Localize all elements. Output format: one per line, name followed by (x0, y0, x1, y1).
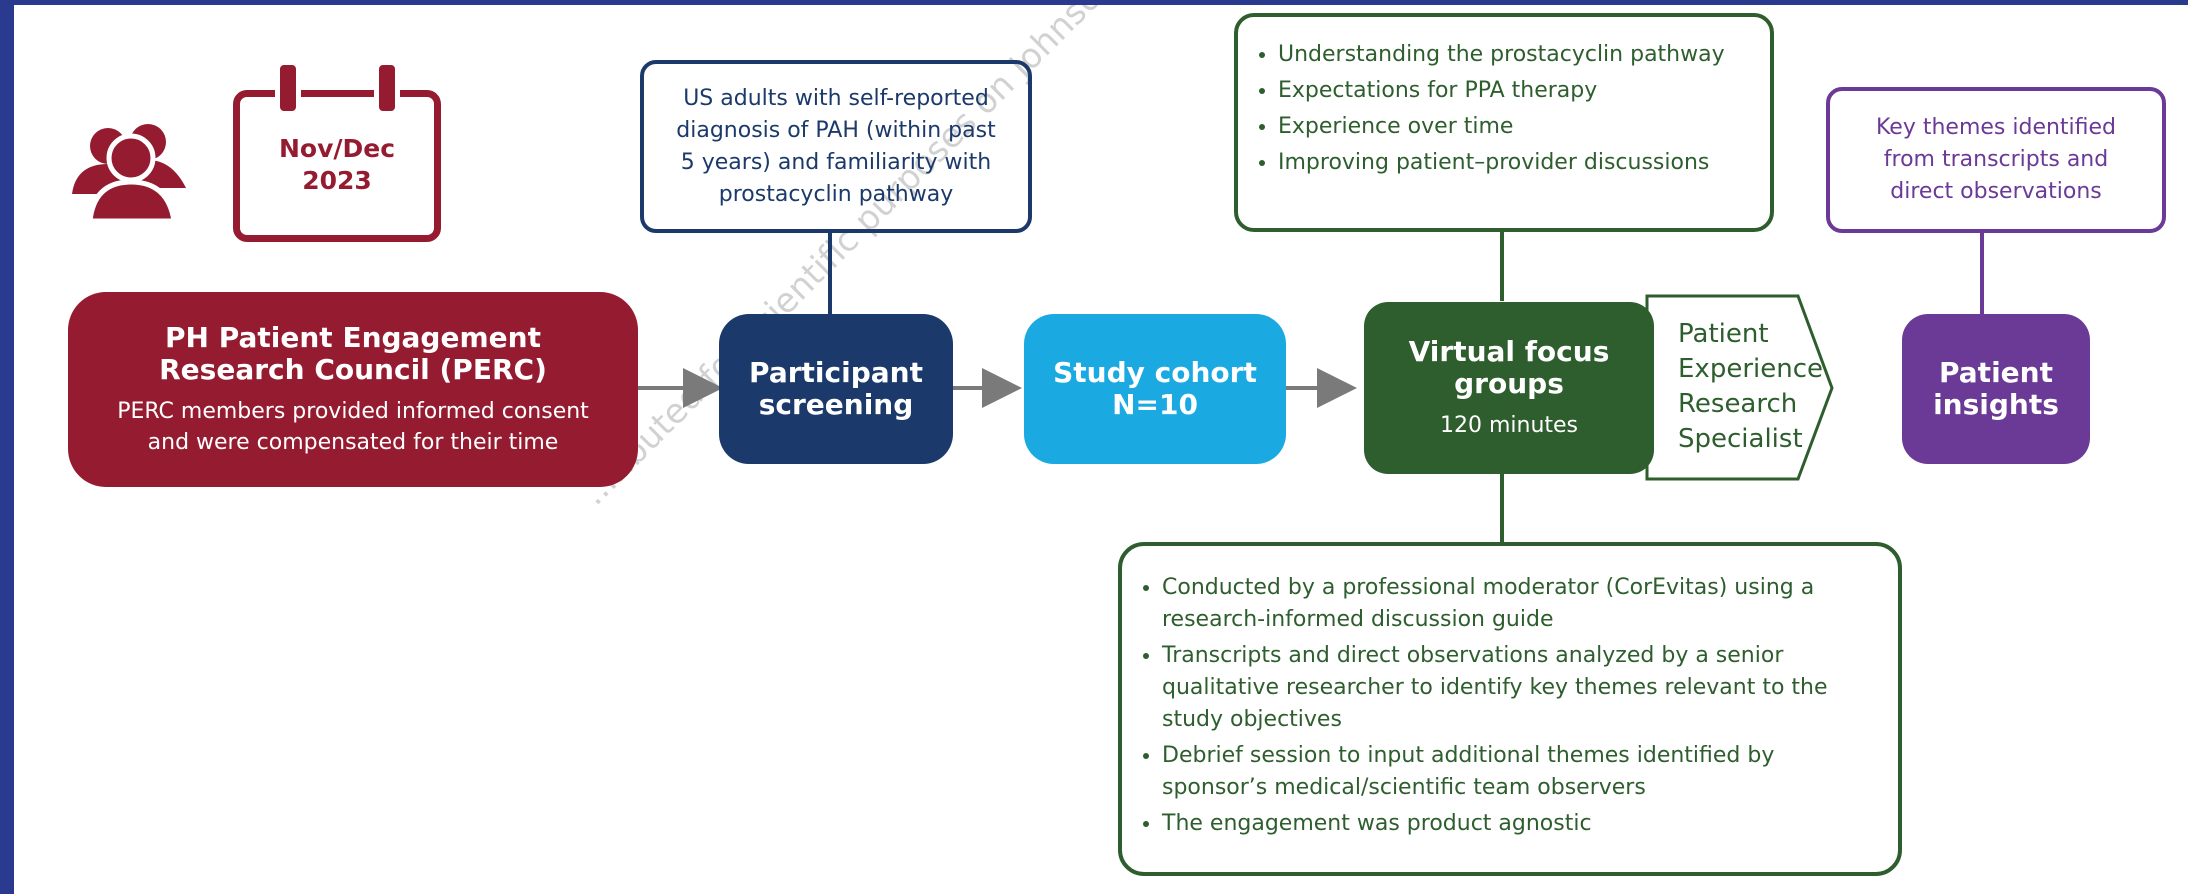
screening-title: Participant screening (749, 356, 923, 421)
cohort-box: Study cohort N=10 (1024, 314, 1286, 464)
people-icon (72, 124, 186, 221)
focus-topics-box: Understanding the prostacyclin pathwayEx… (1234, 13, 1774, 232)
insights-note-box: Key themes identified from transcripts a… (1826, 87, 2166, 233)
perc-title: PH Patient Engagement Research Council (… (159, 320, 547, 386)
perc-box: PH Patient Engagement Research Council (… (68, 292, 638, 487)
focus-topic-item: Experience over time (1278, 111, 1750, 143)
focus-method-item: Debrief session to input additional them… (1162, 740, 1870, 804)
insights-box: Patient insights (1902, 314, 2090, 464)
screening-box: Participant screening (719, 314, 953, 464)
connectors (637, 230, 1984, 543)
focus-methods-box: Conducted by a professional moderator (C… (1118, 542, 1902, 876)
focus-groups-duration: 120 minutes (1439, 412, 1579, 438)
cohort-title: Study cohort (1053, 356, 1257, 389)
focus-topic-item: Improving patient–provider discussions (1278, 147, 1750, 179)
focus-methods-list: Conducted by a professional moderator (C… (1132, 572, 1870, 840)
perc-subtitle: PERC members provided informed consent a… (117, 398, 589, 455)
focus-topic-item: Expectations for PPA therapy (1278, 75, 1750, 107)
focus-groups-box: Virtual focus groups 120 minutes (1364, 302, 1654, 474)
screening-criteria-box: US adults with self-reported diagnosis o… (640, 60, 1032, 233)
calendar-icon: Nov/Dec 2023 (233, 60, 441, 242)
focus-topic-item: Understanding the prostacyclin pathway (1278, 39, 1750, 71)
cohort-n: N=10 (1112, 388, 1198, 421)
focus-method-item: The engagement was product agnostic (1162, 808, 1870, 840)
focus-method-item: Transcripts and direct observations anal… (1162, 640, 1870, 736)
focus-topics-list: Understanding the prostacyclin pathwayEx… (1248, 39, 1750, 179)
specialist-label: Patient Experience Research Specialist (1678, 319, 1823, 454)
date-label: Nov/Dec 2023 (278, 134, 396, 195)
focus-groups-title: Virtual focus groups (1408, 334, 1610, 400)
diagram-canvas: ...ributed for scientific purposes on Jo… (14, 5, 2188, 894)
focus-method-item: Conducted by a professional moderator (C… (1162, 572, 1870, 636)
insights-title: Patient insights (1933, 356, 2059, 421)
